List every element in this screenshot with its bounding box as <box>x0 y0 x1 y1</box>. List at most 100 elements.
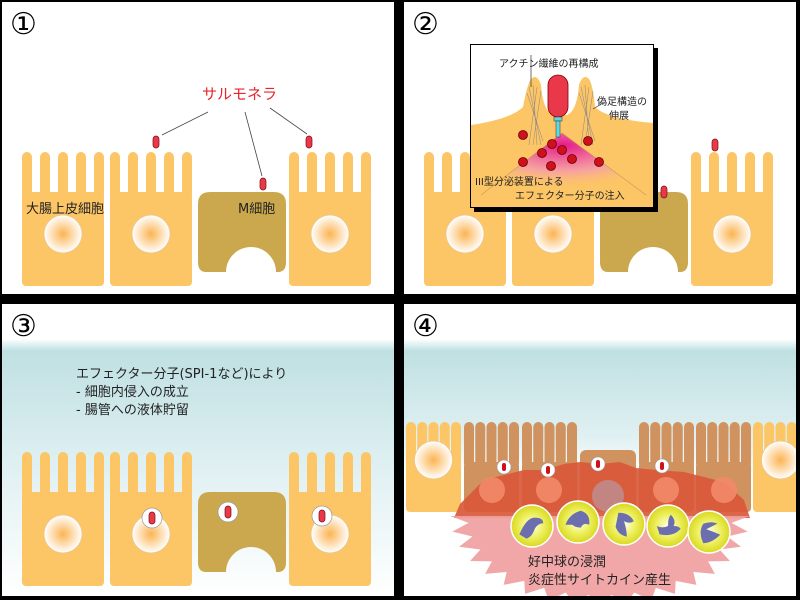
nucleus <box>479 477 505 503</box>
nucleus <box>43 514 83 554</box>
microvillus <box>486 422 497 468</box>
m-cell-body <box>600 192 688 272</box>
effector-molecule <box>537 148 547 158</box>
microvillus <box>475 422 486 468</box>
nucleus <box>445 214 485 254</box>
microvillus <box>729 422 740 468</box>
neutrophil-nucleus <box>565 510 590 528</box>
actin-filaments <box>526 84 596 146</box>
microvillus <box>497 422 508 468</box>
panel-3-intracellular: ③ エフェクター分子(SPI-1など)により - 細胞内侵入の成立 - 腸管への… <box>2 304 394 596</box>
microvillus <box>672 422 683 468</box>
neutrophil-nucleus <box>700 522 721 544</box>
microvillus <box>22 152 32 198</box>
salmonella-bacterium <box>318 509 326 523</box>
salmonella-vacuole <box>590 456 606 472</box>
microvillus <box>22 452 32 498</box>
nucleus <box>310 214 350 254</box>
pointer-line <box>161 111 209 136</box>
epithelial-cell-label: 大腸上皮細胞 <box>26 202 105 217</box>
microvillus <box>406 422 416 468</box>
t3ss-label-2: エフェクター分子の注入 <box>515 191 625 202</box>
neutrophil-text: 好中球の浸潤 <box>528 555 607 570</box>
effector-text-2: - 細胞内侵入の成立 <box>76 385 189 400</box>
neutrophil <box>556 500 600 544</box>
microvillus <box>718 422 729 468</box>
step-number: ④ <box>412 309 439 344</box>
t3ss-label-1: III型分泌装置による <box>475 177 564 188</box>
effector-molecule <box>557 145 567 155</box>
t3ss-needle-base <box>553 116 563 122</box>
neutrophil <box>687 510 731 554</box>
panel-1-adhesion: ① サルモネラ 大腸上皮細胞 M細胞 <box>2 2 394 294</box>
microvillus <box>128 152 138 198</box>
t3ss-needle <box>555 120 561 138</box>
salmonella-vacuole <box>540 462 556 478</box>
microvillus <box>684 422 694 468</box>
microvillus <box>567 422 577 468</box>
epithelial-cell <box>289 452 371 586</box>
epithelial-cell <box>406 422 461 512</box>
cell-body <box>406 462 461 512</box>
cytokine-text: 炎症性サイトカイン産生 <box>528 573 672 588</box>
microvillus <box>94 152 104 198</box>
microvillus <box>343 152 353 198</box>
nucleus <box>761 440 796 480</box>
epithelial-cell <box>22 452 104 586</box>
microvillus <box>128 452 138 498</box>
pseudopod-arrow <box>592 102 604 110</box>
inset-t3ss-detail: アクチン繊維の再構成 偽足構造の 伸展 III型分泌装置による エフェクター分子… <box>470 44 654 208</box>
m-cell-label: M細胞 <box>238 202 276 217</box>
microvillus <box>741 422 751 468</box>
microvillus <box>361 452 371 498</box>
panel-3-illustration <box>2 304 394 596</box>
microvillus <box>164 452 174 498</box>
microvillus <box>182 152 192 198</box>
microvillus <box>727 152 737 198</box>
actin-label: アクチン繊維の再構成 <box>499 59 599 70</box>
microvillus <box>424 152 434 198</box>
m-cell-body <box>198 192 286 272</box>
microvillus <box>58 152 68 198</box>
effector-text-1: エフェクター分子(SPI-1など)により <box>76 367 288 382</box>
microvillus <box>639 422 649 468</box>
neutrophil <box>510 504 554 548</box>
microvillus <box>307 452 317 498</box>
nucleus <box>711 477 737 503</box>
panel-4-illustration <box>404 304 796 596</box>
microvillus <box>533 422 544 468</box>
effector-text-3: - 腸管への液体貯留 <box>76 403 189 418</box>
salmonella-bacterium <box>152 135 160 149</box>
salmonella-vacuole <box>496 459 512 475</box>
microvillus <box>555 422 566 468</box>
nucleus <box>131 214 171 254</box>
neutrophil <box>646 504 690 548</box>
microvillus <box>76 152 86 198</box>
microvillus <box>182 452 192 498</box>
neutrophil-nucleus <box>615 512 634 537</box>
injection-zone <box>481 133 646 195</box>
microvillus <box>325 152 335 198</box>
effector-molecule <box>567 154 577 164</box>
pointer-line <box>269 107 308 135</box>
nucleus <box>43 214 83 254</box>
microvillus <box>325 452 335 498</box>
effector-molecule <box>518 157 528 167</box>
salmonella-bacterium <box>224 505 232 519</box>
salmonella-vacuole <box>311 505 333 527</box>
microvillus <box>522 422 532 468</box>
neutrophil <box>602 502 646 546</box>
epithelial-cell <box>110 452 192 586</box>
salmonella-bacterium <box>660 185 668 199</box>
epithelial-cell <box>289 152 371 286</box>
microvillus <box>94 452 104 498</box>
microvillus <box>464 422 474 468</box>
microvillus <box>709 152 719 198</box>
microvillus <box>509 422 519 468</box>
microvillus <box>753 422 763 468</box>
salmonella-bacterium <box>660 462 664 470</box>
effector-molecule <box>518 130 528 140</box>
salmonella-bacterium <box>502 463 506 471</box>
salmonella-bacterium <box>596 460 600 468</box>
salmonella-bacterium <box>259 177 267 191</box>
